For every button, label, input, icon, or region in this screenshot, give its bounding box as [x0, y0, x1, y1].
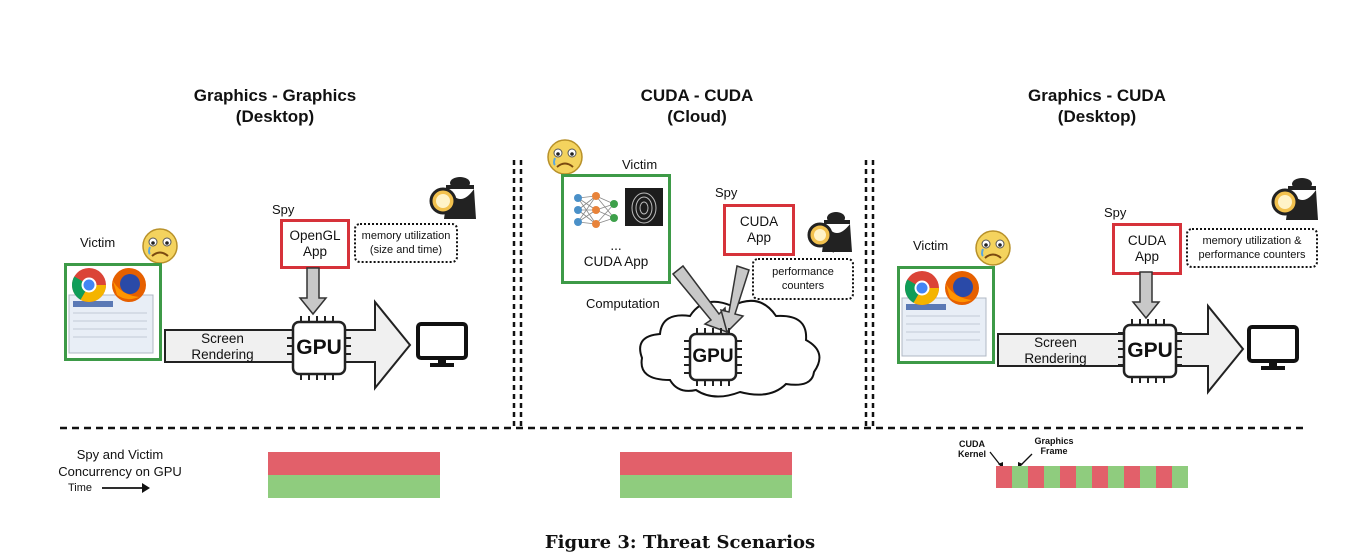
- scenario-2-measure-line2: counters: [781, 280, 825, 292]
- cuda-kernel-segment: [1060, 466, 1076, 488]
- sad-face-icon: [547, 139, 583, 175]
- scenario-1-gpu-label: GPU: [296, 336, 342, 359]
- scenario-1-monitor-icon: [416, 322, 468, 367]
- scenario-1-gpu-chip: [287, 316, 351, 380]
- neural-network-icon: [574, 192, 618, 228]
- scenario-1-title-line1: Graphics - Graphics: [193, 86, 357, 105]
- graphics-frame-segment: [1076, 466, 1092, 488]
- concurrency-line1: Spy and Victim: [76, 447, 164, 462]
- scenario-3-flow-line2: Rendering: [1024, 351, 1087, 366]
- scenario-1-spy-label: Spy: [272, 202, 295, 217]
- cuda-kernel-segment: [1028, 466, 1044, 488]
- graphics-frame-label: Graphics Frame: [1026, 436, 1082, 456]
- firefox-icon: [945, 271, 979, 305]
- scenario-3-spy-app-line1: CUDA: [1127, 233, 1167, 248]
- scenario-2-title-line2: (Cloud): [667, 107, 727, 126]
- scenario-3-title: Graphics - CUDA (Desktop): [977, 85, 1217, 127]
- spy-detective-icon: [1271, 178, 1318, 220]
- scenario-3-title-line1: Graphics - CUDA: [1028, 86, 1166, 105]
- graphics-frame-line2: Frame: [1040, 446, 1068, 456]
- time-label: Time: [68, 482, 93, 494]
- graphics-frame-segment: [1140, 466, 1156, 488]
- scenario-1-measurement-box: memory utilization (size and time): [354, 223, 458, 263]
- chrome-icon: [905, 271, 939, 305]
- scenario-2-flow-label: Computation: [586, 296, 660, 311]
- graphics-frame-segment: [1108, 466, 1124, 488]
- scenario-2-victim-app-ellipsis: ...: [610, 238, 622, 253]
- scenario-3-measure-line1: memory utilization &: [1202, 235, 1302, 247]
- scenario-2-victim-app-label: CUDA App: [583, 254, 649, 269]
- scenario-2-measurement-box: performance counters: [752, 258, 854, 300]
- scenario-3-title-line2: (Desktop): [1057, 107, 1137, 126]
- spy-detective-icon: [807, 212, 852, 253]
- scenario-2-arrows: [671, 264, 750, 334]
- scenario-3-flow-label: Screen Rendering: [1013, 335, 1098, 367]
- scenario-3-measurement-box: memory utilization & performance counter…: [1186, 228, 1318, 268]
- cuda-kernel-label: CUDA Kernel: [948, 439, 996, 459]
- scenario-2-spy-bar: [620, 452, 792, 475]
- scenario-3-monitor-icon: [1247, 325, 1299, 370]
- sad-face-icon: [142, 228, 178, 264]
- scenario-1-spy-down-arrow: [298, 267, 328, 316]
- scenario-3-measure-line2: performance counters: [1198, 249, 1306, 261]
- scenario-2-title: CUDA - CUDA (Cloud): [577, 85, 817, 127]
- scenario-3-spy-app: CUDA App: [1112, 223, 1182, 275]
- graphics-frame-segment: [1012, 466, 1028, 488]
- time-arrow: [102, 483, 150, 493]
- figure-caption: Figure 3: Threat Scenarios: [544, 532, 816, 553]
- scenario-3-victim-label: Victim: [913, 238, 949, 253]
- scenario-1-spy-bar: [268, 452, 440, 475]
- sad-face-icon: [975, 230, 1011, 266]
- scenario-2-gpu-label: GPU: [692, 346, 734, 367]
- scenario-3-browser-screenshot: [901, 271, 987, 357]
- chrome-icon: [72, 268, 106, 302]
- cuda-kernel-segment: [1124, 466, 1140, 488]
- graphics-frame-segment: [1172, 466, 1188, 488]
- scenario-2-gpu-chip: [684, 328, 742, 386]
- scenario-3-interleaved-bar: [996, 466, 1188, 488]
- scenario-2-spy-app-line2: App: [746, 230, 771, 245]
- cuda-kernel-line2: Kernel: [957, 449, 986, 459]
- graphics-frame-line1: Graphics: [1034, 436, 1074, 446]
- scenario-1-victim-label: Victim: [80, 235, 116, 250]
- scenario-2-spy-label: Spy: [715, 185, 738, 200]
- scenario-1-flow-line1: Screen: [201, 331, 244, 346]
- scenario-3-spy-label: Spy: [1104, 205, 1127, 220]
- concurrency-label: Spy and Victim Concurrency on GPU: [50, 446, 190, 480]
- scenario-2-victim-bar: [620, 475, 792, 498]
- scenario-3-flow-line1: Screen: [1034, 335, 1077, 350]
- scenario-1-measure-line1: memory utilization: [361, 230, 451, 242]
- scenario-1-spy-app-line1: OpenGL: [289, 228, 341, 243]
- scenario-1-title-line2: (Desktop): [235, 107, 315, 126]
- cuda-kernel-segment: [1156, 466, 1172, 488]
- scenario-3-spy-app-line2: App: [1134, 249, 1159, 264]
- scenario-1-title: Graphics - Graphics (Desktop): [155, 85, 395, 127]
- scenario-1-browser-screenshot: [68, 268, 154, 354]
- graphics-frame-segment: [1044, 466, 1060, 488]
- scenario-2-title-line1: CUDA - CUDA: [640, 86, 754, 105]
- scenario-1-measure-line2: (size and time): [369, 244, 443, 256]
- scenario-1-spy-app-line2: App: [302, 244, 327, 259]
- scenario-1-spy-app: OpenGL App: [280, 219, 350, 269]
- scenario-1-flow-label: Screen Rendering: [180, 331, 265, 363]
- cuda-kernel-segment: [996, 466, 1012, 488]
- fingerprint-image-icon: [625, 188, 663, 226]
- interleaved-segments: [996, 466, 1188, 488]
- scenario-1-victim-bar: [268, 475, 440, 498]
- scenario-1-flow-line2: Rendering: [191, 347, 254, 362]
- firefox-icon: [112, 268, 146, 302]
- concurrency-line2: Concurrency on GPU: [58, 464, 182, 479]
- scenario-2-spy-app-line1: CUDA: [739, 214, 779, 229]
- scenario-3-gpu-chip: [1118, 319, 1182, 383]
- scenario-3-spy-down-arrow: [1131, 271, 1161, 320]
- scenario-3-gpu-label: GPU: [1127, 339, 1173, 362]
- scenario-2-victim-label: Victim: [622, 157, 658, 172]
- scenario-2-measure-line1: performance: [772, 266, 834, 278]
- cuda-kernel-line1: CUDA: [959, 439, 985, 449]
- cuda-kernel-segment: [1092, 466, 1108, 488]
- scenario-2-spy-app: CUDA App: [723, 204, 795, 256]
- spy-detective-icon: [429, 177, 476, 219]
